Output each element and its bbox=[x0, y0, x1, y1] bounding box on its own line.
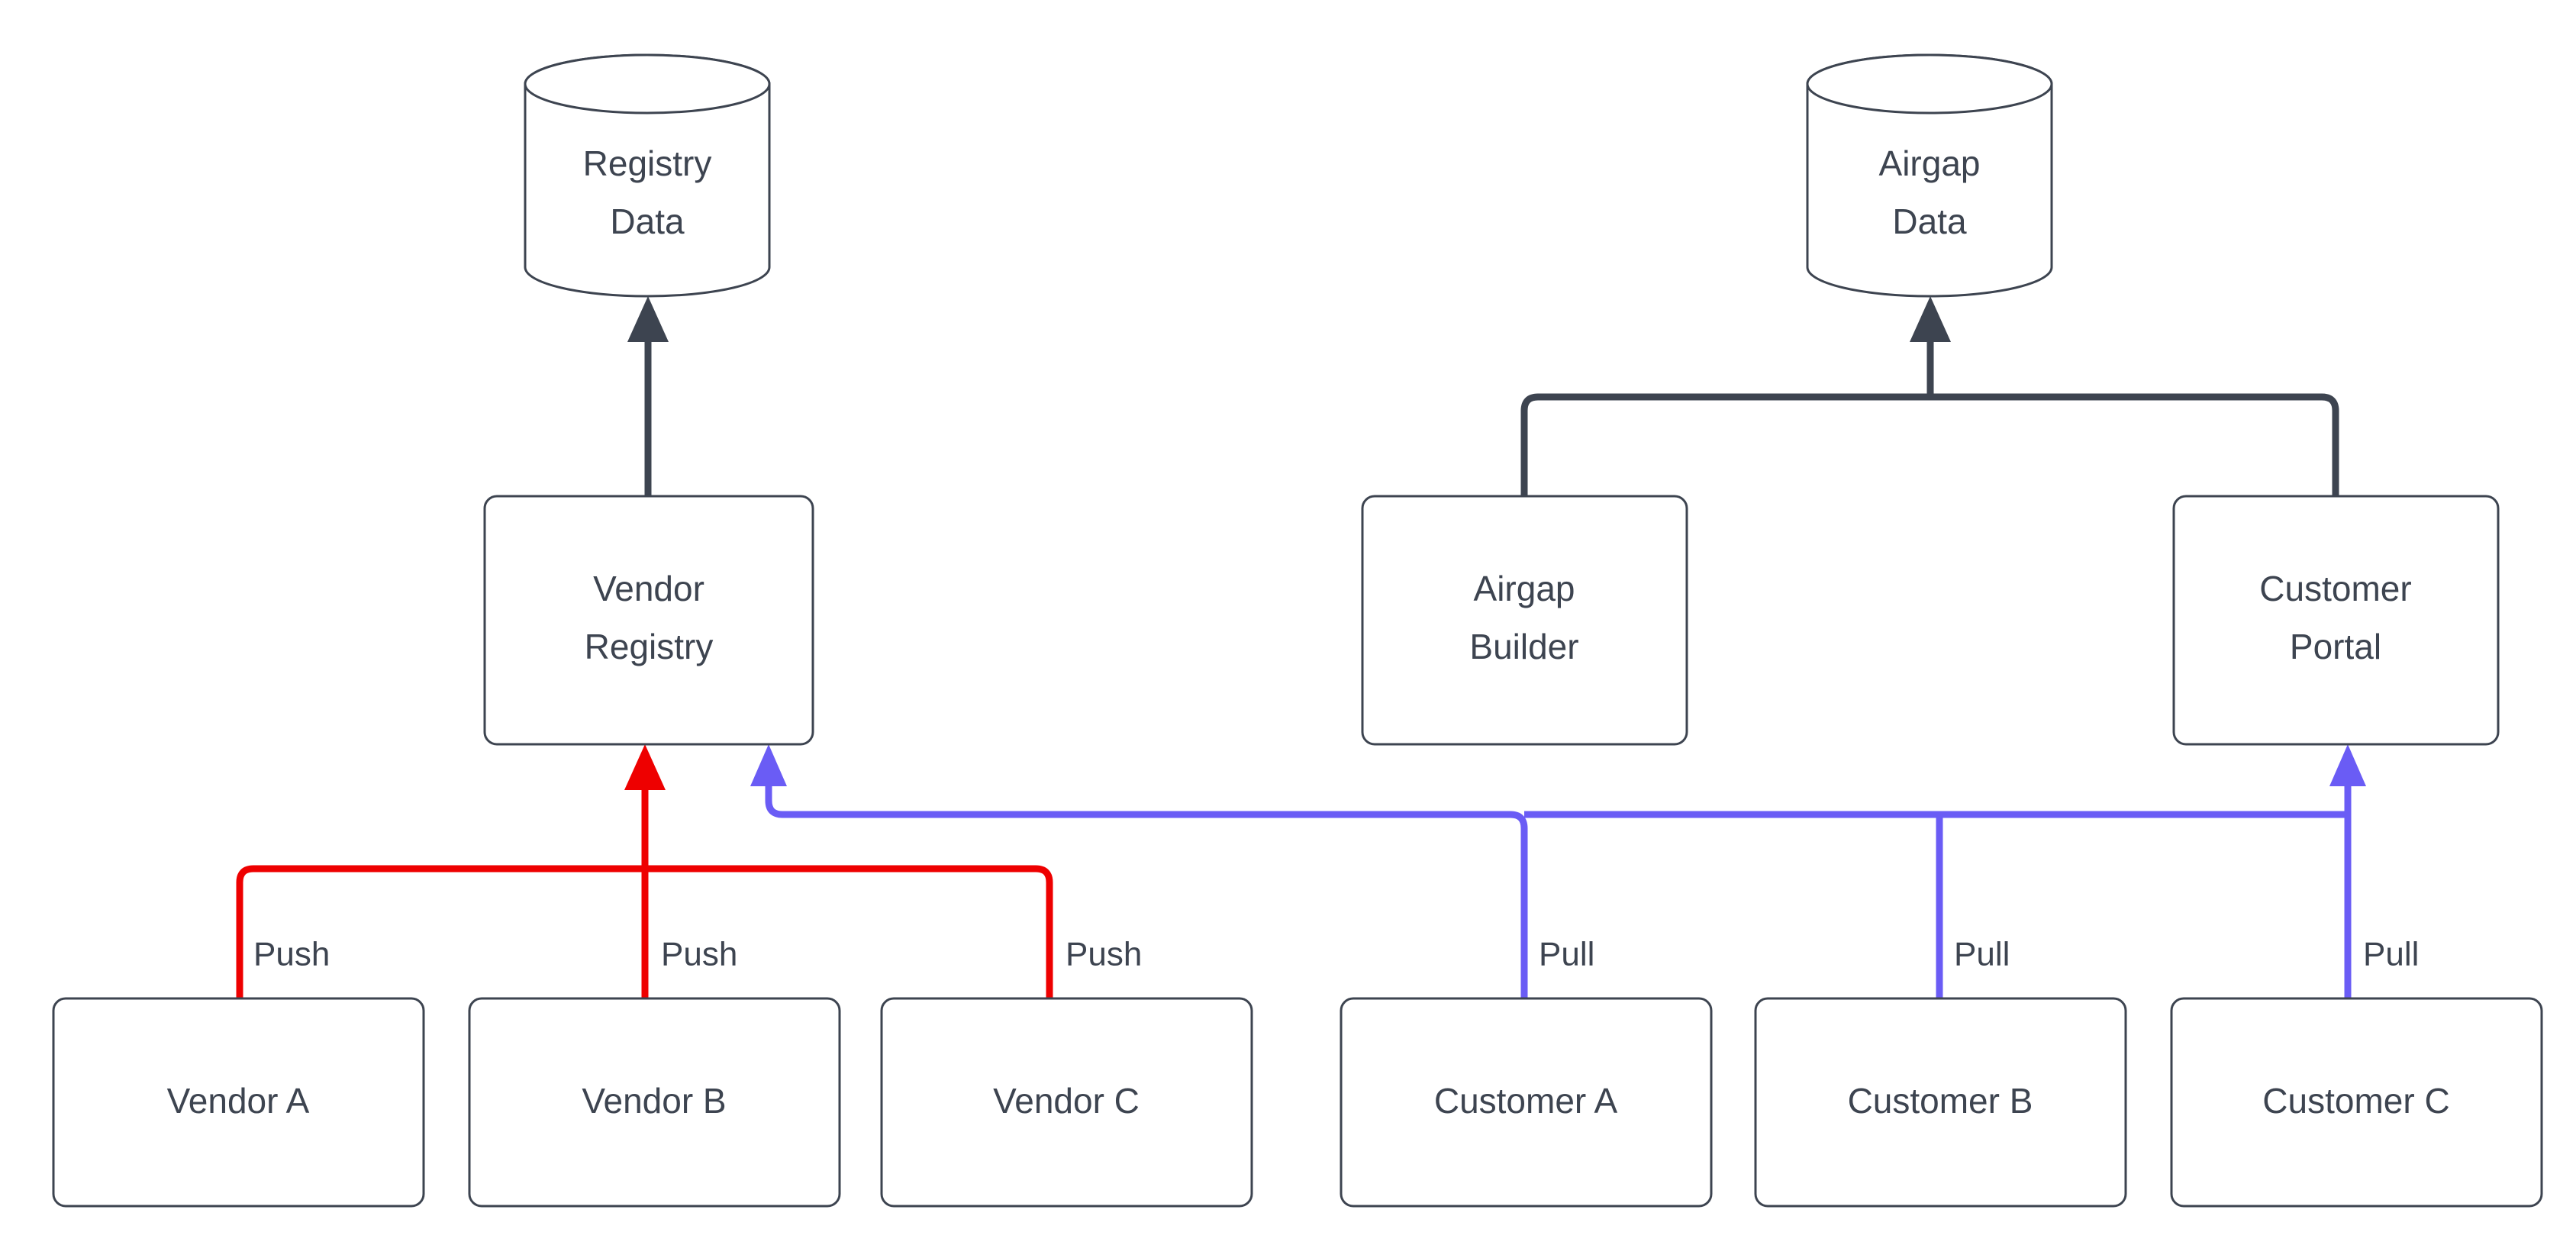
node-customer-b[interactable]: Customer B bbox=[1754, 997, 2127, 1208]
edge-label-push-vendor-b: Push bbox=[661, 936, 737, 973]
node-vendor-a-box bbox=[52, 997, 425, 1208]
node-customer-a-label: Customer A bbox=[1434, 1081, 1618, 1121]
node-airgap-builder-box bbox=[1361, 495, 1688, 746]
node-airgap-builder-line1: Airgap bbox=[1474, 569, 1575, 608]
datastore-registry-data[interactable]: Registry Data bbox=[524, 53, 771, 298]
arrowhead-vendor-registry-pull bbox=[750, 744, 787, 786]
edge-services-to-airgap-data bbox=[1520, 296, 2339, 496]
datastore-airgap-data-line1: Airgap bbox=[1879, 144, 1981, 183]
arrowhead-registry-data bbox=[627, 296, 669, 342]
node-vendor-registry-box bbox=[483, 495, 814, 746]
datastore-registry-data-line1: Registry bbox=[583, 144, 712, 183]
node-airgap-builder[interactable]: Airgap Builder bbox=[1361, 495, 1688, 746]
edge-label-pull-customer-c: Pull bbox=[2363, 936, 2419, 973]
node-customer-c[interactable]: Customer C bbox=[2170, 997, 2543, 1208]
edge-label-push-vendor-c: Push bbox=[1066, 936, 1142, 973]
node-customer-a[interactable]: Customer A bbox=[1340, 997, 1713, 1208]
node-vendor-c-box bbox=[880, 997, 1253, 1208]
node-vendor-b-label: Vendor B bbox=[582, 1081, 726, 1121]
cylinder-top-airgap-data bbox=[1806, 53, 2053, 115]
node-airgap-builder-line2: Builder bbox=[1469, 627, 1578, 666]
edge-vendor-registry-to-registry-data bbox=[627, 296, 669, 496]
edge-label-pull-customer-b: Pull bbox=[1954, 936, 2010, 973]
node-customer-a-box bbox=[1340, 997, 1713, 1208]
node-vendor-a-label: Vendor A bbox=[167, 1081, 310, 1121]
datastore-airgap-data[interactable]: Airgap Data bbox=[1806, 53, 2053, 298]
node-customer-portal[interactable]: Customer Portal bbox=[2172, 495, 2500, 746]
edge-label-pull-customer-a: Pull bbox=[1539, 936, 1594, 973]
node-customer-b-label: Customer B bbox=[1848, 1081, 2033, 1121]
node-vendor-c[interactable]: Vendor C bbox=[880, 997, 1253, 1208]
node-vendor-b[interactable]: Vendor B bbox=[468, 997, 841, 1208]
arrowhead-vendor-registry-push bbox=[624, 744, 666, 790]
node-vendor-registry-line2: Registry bbox=[585, 627, 714, 666]
node-vendor-registry[interactable]: Vendor Registry bbox=[483, 495, 814, 746]
node-customer-portal-box bbox=[2172, 495, 2500, 746]
node-customer-b-box bbox=[1754, 997, 2127, 1208]
node-customer-portal-line1: Customer bbox=[2259, 569, 2411, 608]
node-vendor-c-label: Vendor C bbox=[993, 1081, 1140, 1121]
node-vendor-a[interactable]: Vendor A bbox=[52, 997, 425, 1208]
arrowhead-customer-portal-pull bbox=[2329, 744, 2366, 786]
node-customer-c-box bbox=[2170, 997, 2543, 1208]
datastore-airgap-data-line2: Data bbox=[1892, 202, 1967, 241]
cylinder-top-registry-data bbox=[524, 53, 771, 115]
node-customer-portal-line2: Portal bbox=[2290, 627, 2381, 666]
node-vendor-b-box bbox=[468, 997, 841, 1208]
datastore-registry-data-line2: Data bbox=[610, 202, 685, 241]
node-customer-c-label: Customer C bbox=[2262, 1081, 2449, 1121]
edge-vendors-push-to-vendor-registry bbox=[236, 744, 1053, 998]
node-vendor-registry-line1: Vendor bbox=[593, 569, 704, 608]
arrowhead-airgap-data bbox=[1910, 296, 1951, 342]
edge-label-push-vendor-a: Push bbox=[253, 936, 330, 973]
edge-customers-pull-bus bbox=[750, 744, 2366, 998]
